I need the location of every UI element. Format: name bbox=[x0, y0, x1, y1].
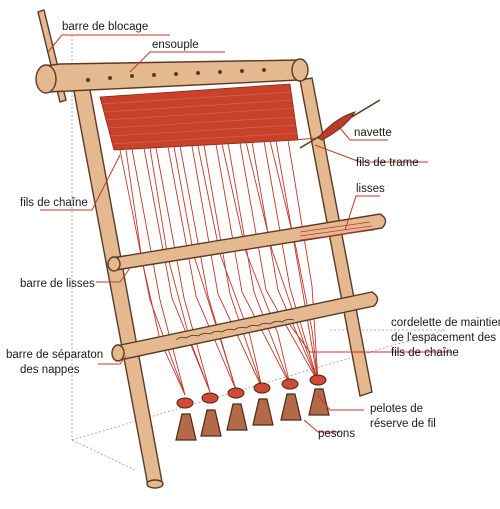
label-navette: navette bbox=[354, 127, 392, 139]
loom-weights bbox=[175, 374, 330, 441]
weight-group-6 bbox=[308, 374, 330, 416]
weight-group-2 bbox=[200, 392, 222, 437]
label-pesons: pesons bbox=[318, 428, 355, 440]
label-barre-separation-2: des nappes bbox=[20, 364, 80, 376]
label-barre-de-blocage: barre de blocage bbox=[62, 21, 148, 33]
barre-separation-bar bbox=[111, 291, 379, 362]
cordelette-string bbox=[175, 318, 295, 341]
perspective-guides bbox=[71, 35, 446, 471]
barre-de-lisses-bar bbox=[107, 213, 387, 272]
warp-threads bbox=[119, 139, 319, 396]
label-lisses: lisses bbox=[356, 183, 385, 195]
label-barre-separation-1: barre de séparaton bbox=[6, 349, 103, 361]
label-fils-de-trame: fils de trame bbox=[356, 157, 419, 169]
label-cordelette-3: fils de chaîne bbox=[391, 347, 459, 359]
label-ensouple: ensouple bbox=[152, 39, 199, 51]
label-cordelette-1: cordelette de maintien bbox=[391, 317, 500, 329]
weight-group-1 bbox=[175, 397, 197, 441]
label-barre-de-lisses: barre de lisses bbox=[20, 278, 95, 290]
label-leaders bbox=[40, 34, 452, 433]
woven-cloth bbox=[99, 83, 299, 151]
weight-group-4 bbox=[252, 382, 274, 426]
ensouple-beam bbox=[35, 58, 309, 94]
back-post-right bbox=[299, 77, 373, 397]
weight-group-5 bbox=[280, 378, 302, 421]
label-pelotes-2: réserve de fil bbox=[370, 418, 436, 430]
navette-shuttle bbox=[291, 99, 381, 149]
labels: barre de blocage ensouple navette fils d… bbox=[6, 21, 500, 440]
label-fils-de-chaine: fils de chaîne bbox=[20, 197, 88, 209]
label-cordelette-2: de l'espacement des bbox=[391, 332, 496, 344]
label-pelotes-1: pelotes de bbox=[370, 403, 423, 415]
lisses-strings bbox=[299, 221, 375, 241]
weight-group-3 bbox=[226, 387, 248, 431]
